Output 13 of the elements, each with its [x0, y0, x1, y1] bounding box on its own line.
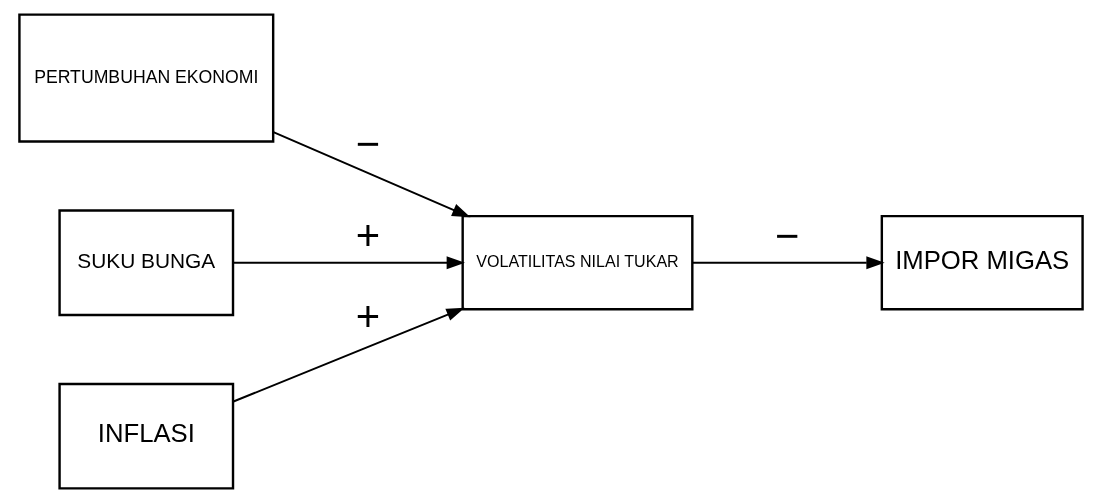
- edge-label: −: [774, 211, 799, 259]
- node-box: INFLASI: [57, 382, 234, 490]
- node-box: PERTUMBUHAN EKONOMI: [17, 13, 274, 143]
- arrow: [691, 256, 885, 270]
- edge-label: +: [355, 293, 380, 341]
- node-box: VOLATILITAS NILAI TUKAR: [460, 214, 694, 311]
- edge-label: −: [355, 120, 380, 168]
- edge-label: +: [355, 211, 380, 259]
- arrow: [271, 131, 470, 218]
- node-box: SUKU BUNGA: [57, 209, 234, 317]
- arrow: [232, 307, 465, 403]
- arrow: [232, 256, 465, 270]
- node-box: IMPOR MIGAS: [880, 214, 1084, 311]
